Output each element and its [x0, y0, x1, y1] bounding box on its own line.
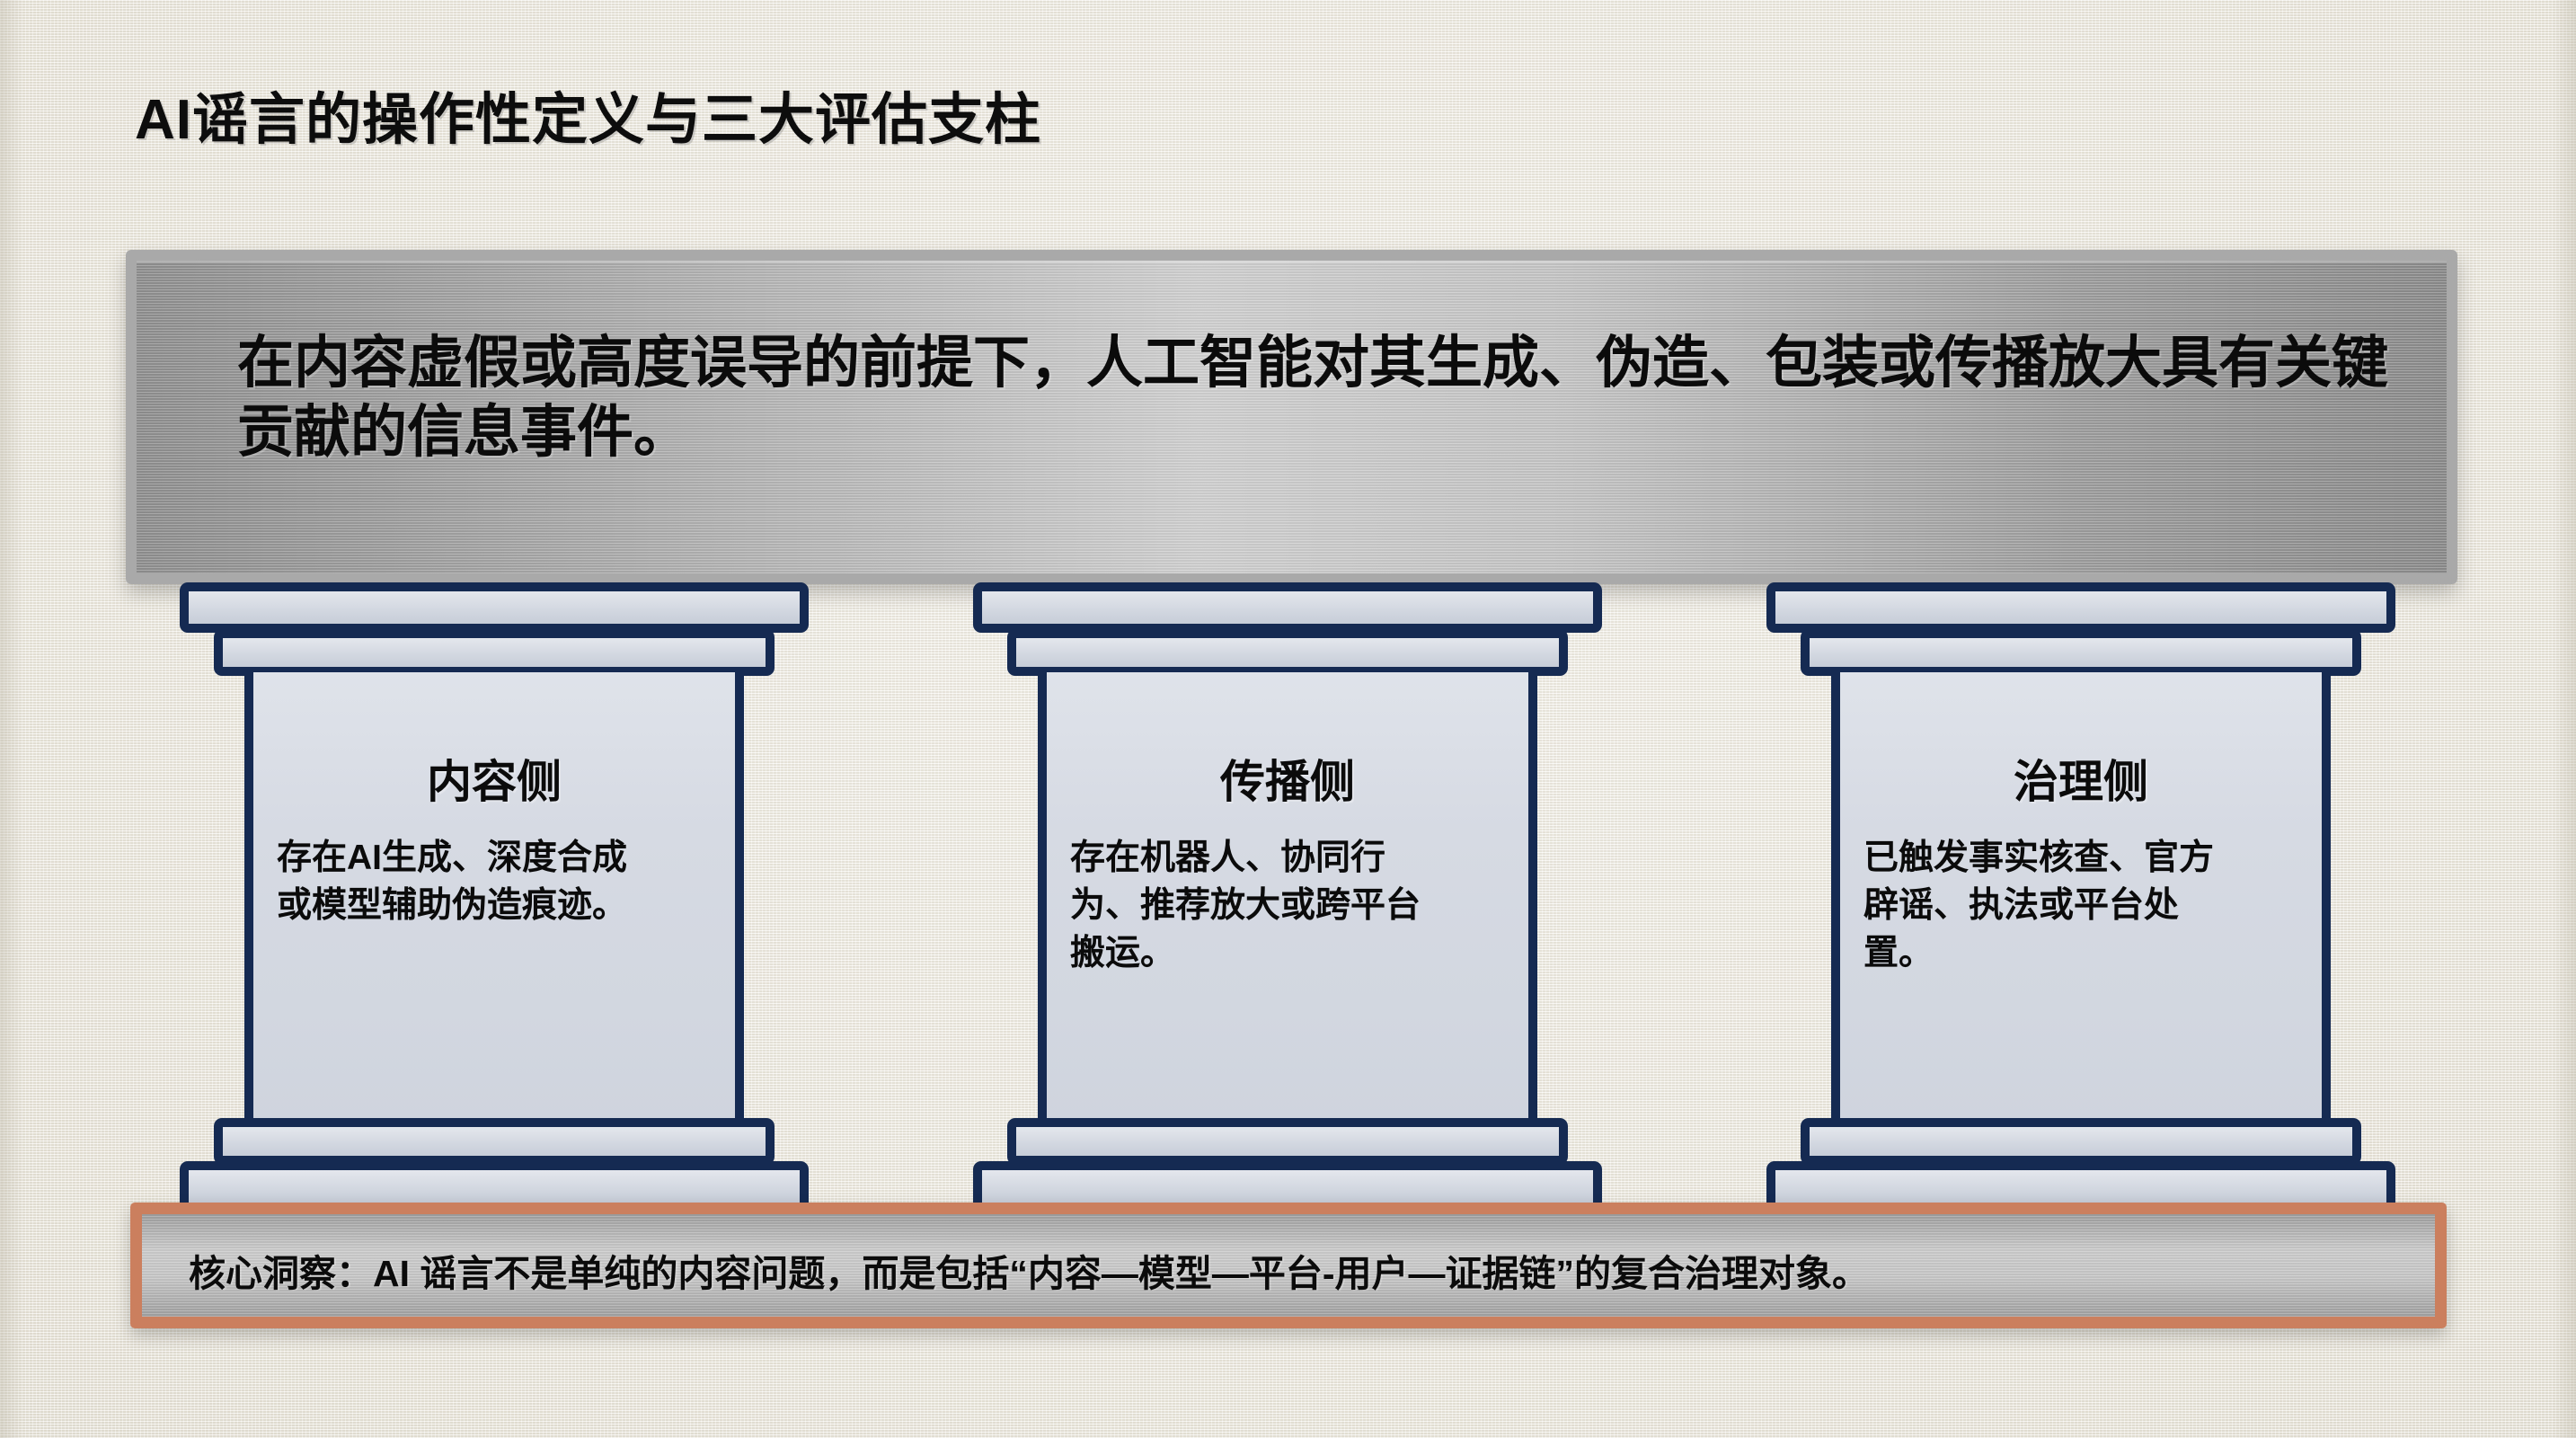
pillar-title: 传播侧: [1220, 757, 1355, 807]
paper-edge-left: [0, 0, 23, 1438]
pillar-governance-side: 治理侧 已触发事实核查、官方辟谣、执法或平台处置。: [1766, 582, 2395, 1212]
pillar-capital-upper-slab: [1766, 582, 2395, 633]
pillar-title: 内容侧: [427, 757, 562, 807]
pillar-shaft: [1831, 672, 2331, 1122]
pillar-capital-lower-slab: [1801, 629, 2361, 676]
pillar-content-side: 内容侧 存在AI生成、深度合成或模型辅助伪造痕迹。: [180, 582, 809, 1212]
pillar-shaft: [244, 672, 744, 1122]
pillar-title: 治理侧: [2014, 757, 2148, 807]
pillar-capital-upper-slab: [973, 582, 1602, 633]
core-insight-text: 核心洞察：AI 谣言不是单纯的内容问题，而是包括“内容—模型—平台-用户—证据链…: [189, 1253, 1870, 1294]
definition-text: 在内容虚假或高度误导的前提下，人工智能对其生成、伪造、包装或传播放大具有关键贡献…: [237, 332, 2388, 464]
core-insight-banner: 核心洞察：AI 谣言不是单纯的内容问题，而是包括“内容—模型—平台-用户—证据链…: [130, 1203, 2447, 1328]
pillar-base-upper-slab: [1007, 1118, 1568, 1165]
pillar-capital-upper-slab: [180, 582, 809, 633]
pillar-capital-lower-slab: [1007, 629, 1568, 676]
pillar-capital-lower-slab: [214, 629, 775, 676]
definition-lintel: 在内容虚假或高度误导的前提下，人工智能对其生成、伪造、包装或传播放大具有关键贡献…: [126, 250, 2457, 584]
pillar-shaft: [1038, 672, 1537, 1122]
pillar-base-upper-slab: [214, 1118, 775, 1165]
pillar-body: 已触发事实核查、官方辟谣、执法或平台处置。: [1863, 839, 2215, 973]
pillar-body: 存在AI生成、深度合成或模型辅助伪造痕迹。: [277, 839, 628, 926]
pillar-base-upper-slab: [1801, 1118, 2361, 1165]
pillar-body: 存在机器人、协同行为、推荐放大或跨平台搬运。: [1070, 839, 1421, 973]
paper-edge-right: [2553, 0, 2576, 1438]
page-title: AI谣言的操作性定义与三大评估支柱: [135, 89, 1042, 151]
pillar-diffusion-side: 传播侧 存在机器人、协同行为、推荐放大或跨平台搬运。: [973, 582, 1602, 1212]
